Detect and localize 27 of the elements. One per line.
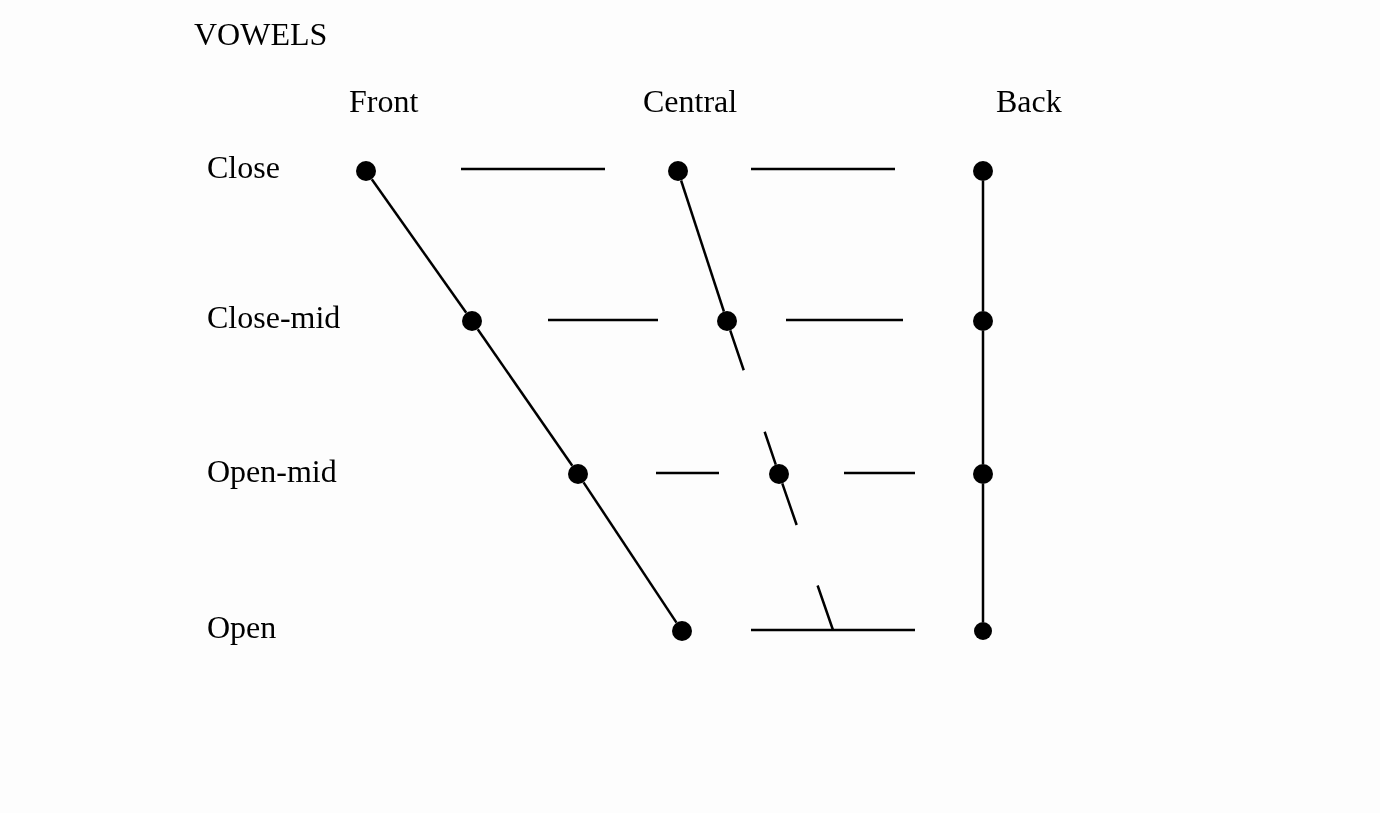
vowel-dot [973,161,993,181]
vowel-dot [974,622,992,640]
vowel-dot [769,464,789,484]
vowel-dot [973,464,993,484]
vowel-dot [672,621,692,641]
line [981,331,985,464]
chart-title: VOWELS [194,15,328,53]
vowel-dot [668,161,688,181]
column-heading: Central [643,82,738,120]
line [679,180,726,312]
line [981,484,985,622]
vowel-dot [568,464,588,484]
line [370,178,468,314]
dashed-line [781,483,835,631]
row-heading: Open-mid [207,452,337,490]
column-heading: Back [996,82,1062,120]
vowel-dot [717,311,737,331]
row-heading: Close [207,148,280,186]
line [476,328,574,467]
vowel-dot [462,311,482,331]
line [582,481,678,624]
row-heading: Close-mid [207,298,341,336]
line [981,181,985,311]
row-heading: Open [207,608,277,646]
column-heading: Front [349,82,419,120]
vowel-dot [973,311,993,331]
vowel-dot [356,161,376,181]
